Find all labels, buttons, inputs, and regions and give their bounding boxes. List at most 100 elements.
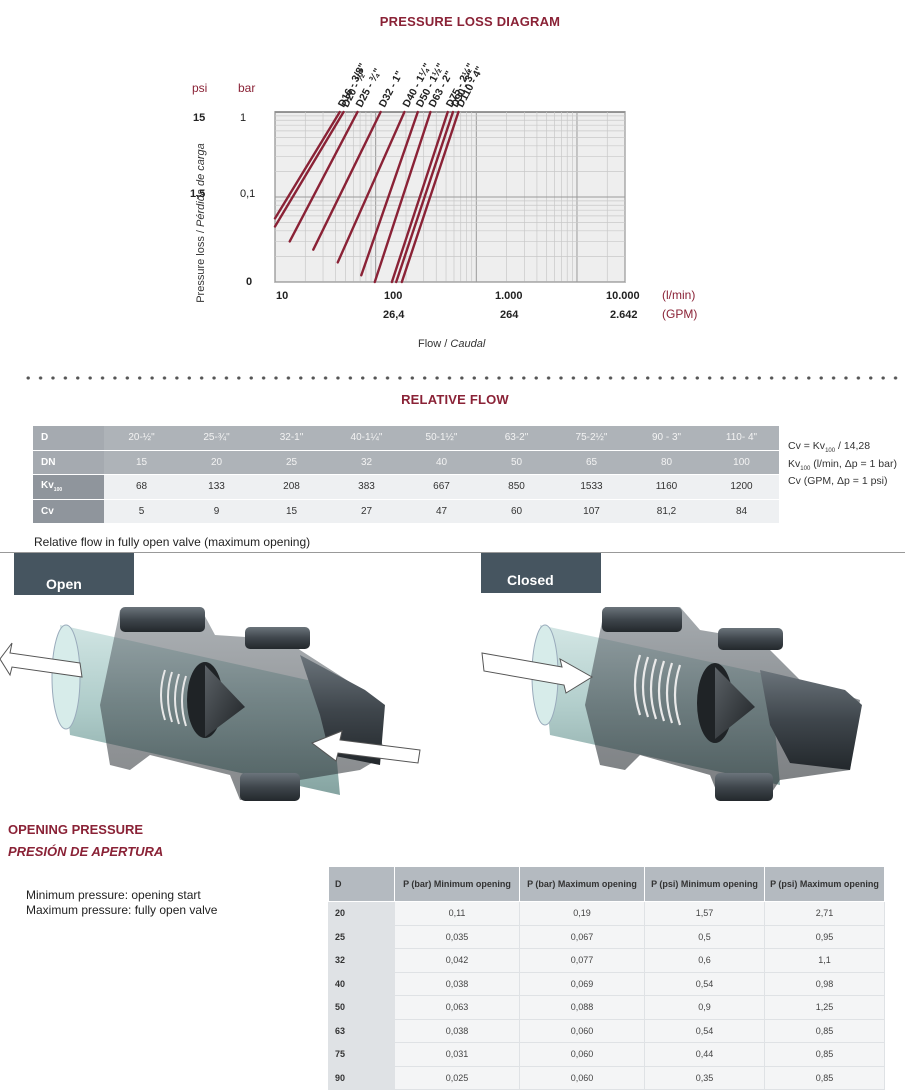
relative-flow-cell: 107 [554, 499, 629, 524]
relative-flow-cell: 65 [554, 450, 629, 475]
relative-flow-cell: 850 [479, 475, 554, 500]
opening-pressure-cell: 0,35 [644, 1065, 765, 1090]
opening-pressure-cell: 0,85 [764, 1065, 885, 1090]
chart-series-line [336, 110, 406, 264]
opening-pressure-cell: 0,060 [519, 1018, 645, 1043]
psi-tick-15: 15 [193, 112, 206, 124]
dotted-divider [22, 375, 902, 381]
relative-flow-cell: 1160 [629, 475, 704, 500]
opening-pressure-cell: 0,060 [519, 1065, 645, 1090]
x-tick-gpm-264: 264 [500, 309, 519, 321]
opening-pressure-cell: 0,038 [394, 971, 520, 996]
opening-pressure-d-cell: 20 [328, 901, 395, 926]
x-tick-10: 10 [276, 290, 289, 302]
diagram-title: PRESSURE LOSS DIAGRAM [379, 14, 561, 29]
opening-pressure-cell: 0,031 [394, 1042, 520, 1067]
opening-pressure-cell: 0,042 [394, 948, 520, 973]
opening-pressure-cell: 0,85 [764, 1018, 885, 1043]
chart-series-line [373, 110, 432, 284]
chart-series-labels: D16 - 3/8"D20 - ½"D25 - ¾"D32 - 1"D40 - … [336, 61, 486, 109]
open-valve-illustration [0, 607, 421, 801]
relative-flow-cell: 1200 [704, 475, 779, 500]
relative-flow-cell: 133 [179, 475, 254, 500]
relative-flow-row-header: Kv100 [33, 475, 104, 500]
opening-pressure-d-cell: 25 [328, 924, 395, 949]
x-tick-10000: 10.000 [606, 290, 640, 302]
relative-flow-cell: 80 [629, 450, 704, 475]
relative-flow-cell: 208 [254, 475, 329, 500]
section-divider-line [0, 552, 905, 553]
x-axis-label: Flow / Caudal [418, 338, 486, 350]
opening-pressure-cell: 0,11 [394, 901, 520, 926]
relative-flow-cell: 90 - 3" [629, 426, 704, 451]
relative-flow-cell: 40-1¼" [329, 426, 404, 451]
opening-pressure-subtitle: PRESIÓN DE APERTURA [8, 844, 164, 859]
x-tick-100: 100 [384, 290, 403, 302]
opening-pressure-cell: 1,1 [764, 948, 885, 973]
x-tick-1000: 1.000 [495, 290, 523, 302]
opening-pressure-cell: 0,025 [394, 1065, 520, 1090]
bar-header: bar [238, 81, 256, 95]
relative-flow-cell: 15 [254, 499, 329, 524]
opening-pressure-header: P (bar) Minimum opening [394, 866, 520, 902]
opening-pressure-cell: 0,19 [519, 901, 645, 926]
chart-series-line [360, 110, 419, 277]
valve-illustrations [0, 607, 862, 801]
opening-pressure-cell: 0,95 [764, 924, 885, 949]
chart-series-line [400, 110, 460, 284]
relative-flow-cell: 84 [704, 499, 779, 524]
opening-pressure-d-cell: 32 [328, 948, 395, 973]
opening-pressure-header: D [328, 866, 395, 902]
unit-lmin: (l/min) [662, 288, 696, 302]
cv-note-1: Cv = Kv100 / 14,28 [788, 440, 871, 455]
opening-pressure-d-cell: 63 [328, 1018, 395, 1043]
closed-tab: Closed [481, 553, 601, 593]
relative-flow-cell: 50 [479, 450, 554, 475]
relative-flow-cell: 20 [179, 450, 254, 475]
chart-series-line [395, 110, 455, 284]
max-pressure-note: Maximum pressure: fully open valve [26, 903, 218, 917]
chart-series-line [273, 110, 341, 220]
relative-flow-cell: 68 [104, 475, 179, 500]
opening-pressure-cell: 0,85 [764, 1042, 885, 1067]
relative-flow-title: RELATIVE FLOW [401, 392, 509, 407]
x-tick-gpm-26: 26,4 [383, 309, 405, 321]
opening-pressure-cell: 0,063 [394, 995, 520, 1020]
min-pressure-note: Minimum pressure: opening start [26, 888, 201, 902]
relative-flow-cell: 81,2 [629, 499, 704, 524]
chart-series-line [312, 110, 382, 251]
relative-flow-cell: 40 [404, 450, 479, 475]
relative-flow-cell: 1533 [554, 475, 629, 500]
opening-pressure-cell: 2,71 [764, 901, 885, 926]
opening-pressure-d-cell: 40 [328, 971, 395, 996]
unit-gpm: (GPM) [662, 307, 698, 321]
psi-tick-0: 0 [246, 276, 253, 288]
opening-pressure-cell: 0,44 [644, 1042, 765, 1067]
relative-flow-cell: 25-¾" [179, 426, 254, 451]
chart-series [273, 110, 460, 284]
relative-flow-row-header: Cv [33, 499, 104, 524]
cv-formula-notes: Cv = Kv100 / 14,28 Kv100 (l/min, Δp = 1 … [788, 440, 897, 488]
relative-flow-cell: 15 [104, 450, 179, 475]
opening-pressure-cell: 0,067 [519, 924, 645, 949]
opening-pressure-header: P (psi) Minimum opening [644, 866, 765, 902]
relative-flow-cell: 63-2" [479, 426, 554, 451]
opening-pressure-cell: 0,035 [394, 924, 520, 949]
bar-tick-0-1: 0,1 [240, 188, 256, 200]
opening-pressure-cell: 0,088 [519, 995, 645, 1020]
opening-pressure-cell: 0,5 [644, 924, 765, 949]
relative-flow-cell: 667 [404, 475, 479, 500]
relative-flow-cell: 100 [704, 450, 779, 475]
opening-pressure-header: P (psi) Maximum opening [764, 866, 885, 902]
